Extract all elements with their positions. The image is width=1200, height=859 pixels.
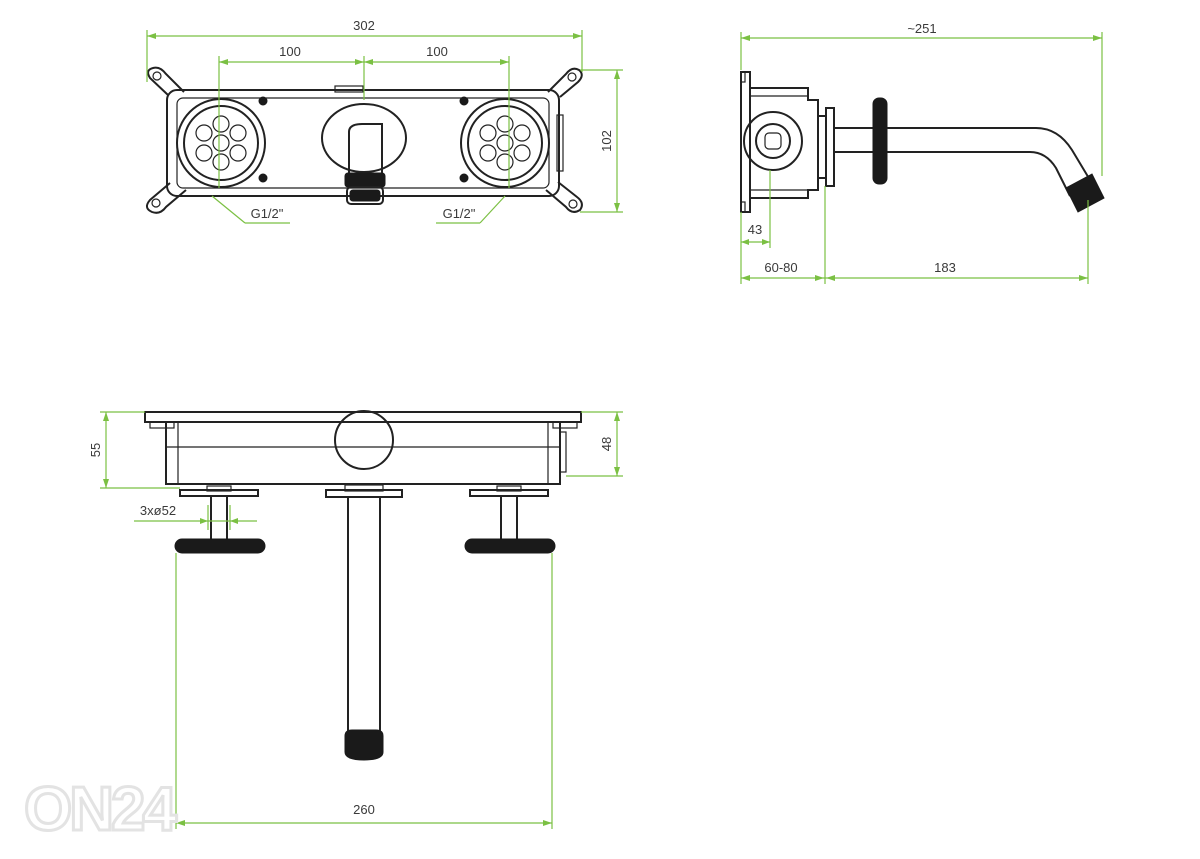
dim-thread-right: G1/2" — [443, 206, 476, 221]
top-view — [144, 410, 582, 761]
dim-wall-depth: 60-80 — [764, 260, 797, 275]
mounting-ear-bottom-right — [545, 181, 583, 213]
handle-left-top — [174, 485, 266, 554]
dim-handle-diameter: 3xø52 — [140, 503, 176, 518]
spout-outlet-front — [321, 103, 407, 205]
dim-depth-total: ~251 — [907, 21, 936, 36]
aerator-side — [1065, 173, 1105, 213]
spout-top — [325, 484, 403, 761]
dim-thread-left: G1/2" — [251, 206, 284, 221]
watermark-logo: ON24 — [24, 775, 177, 844]
right-side-tab — [556, 114, 564, 172]
front-view — [146, 66, 583, 214]
front-view-dimensions: 302 100 100 102 G1/2" G1/2" — [146, 18, 623, 224]
valve-port-right — [460, 98, 550, 188]
side-view — [740, 71, 1105, 213]
dim-spout-projection: 183 — [934, 260, 956, 275]
dim-overall-width: 302 — [353, 18, 375, 33]
handle-right-top — [464, 485, 556, 554]
dim-handle-span: 260 — [353, 802, 375, 817]
side-view-dimensions: ~251 43 60-80 183 — [740, 21, 1103, 284]
dim-spacing-right: 100 — [426, 44, 448, 59]
dim-spacing-left: 100 — [279, 44, 301, 59]
screw-icon — [258, 173, 268, 183]
dim-box-depth-left: 55 — [88, 443, 103, 457]
mounting-ear-bottom-left — [146, 182, 187, 214]
screw-icon — [459, 96, 469, 106]
outlet-circle-top — [334, 410, 394, 470]
mounting-ear-top-right — [547, 67, 583, 98]
top-view-dimensions: 55 48 3xø52 260 — [88, 411, 623, 829]
screw-icon — [258, 96, 268, 106]
dim-box-offset: 43 — [748, 222, 762, 237]
dim-height-front: 102 — [599, 130, 614, 152]
valve-port-left — [176, 98, 266, 188]
spout-side — [887, 127, 1091, 181]
handle-knob-side — [872, 97, 888, 185]
mounting-ear-top-left — [147, 66, 185, 96]
screw-icon — [459, 173, 469, 183]
dim-box-depth-right: 48 — [599, 437, 614, 451]
top-tab — [334, 85, 364, 93]
